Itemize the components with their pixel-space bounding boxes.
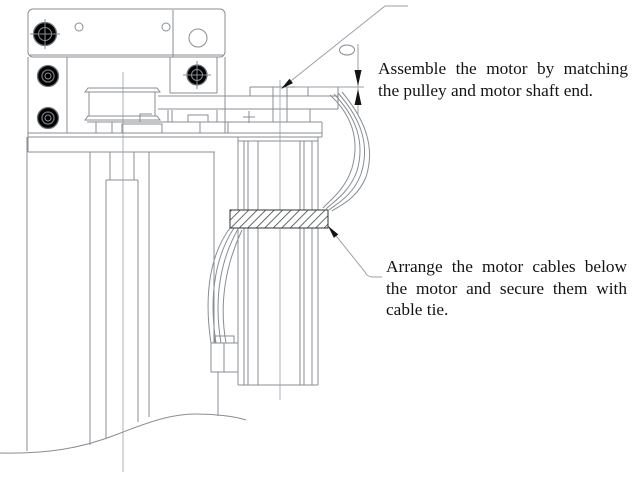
screw-ring-icon	[36, 106, 60, 130]
annotation-line: Assemble the motor by matching	[378, 59, 628, 78]
dimension-marker	[295, 44, 364, 115]
annotation-line: the pulley and motor shaft end.	[378, 80, 594, 100]
cable-connector	[210, 335, 239, 416]
leader-arrow-icon	[328, 226, 339, 238]
screw-crosshair-icon	[30, 19, 60, 49]
break-line	[0, 413, 247, 454]
drive-belt	[158, 86, 339, 123]
screw-ring-icon	[36, 64, 60, 88]
annotation-motor-shaft: Assemble the motor by matching the pulle…	[378, 58, 628, 101]
shaft-end-ellipse	[339, 44, 355, 56]
motor-body	[237, 80, 323, 400]
pulley	[84, 87, 229, 134]
center-mark-icon	[243, 111, 255, 123]
dimension-arrow-down-icon	[354, 70, 362, 86]
frame-columns	[26, 72, 322, 472]
annotation-cable-tie: Arrange the motor cables below the motor…	[386, 256, 627, 321]
cable-tie-band	[229, 209, 329, 229]
leader-arrow-icon	[281, 78, 293, 89]
screw-crosshair-icon	[183, 61, 211, 89]
leader-line-cable-note	[328, 226, 382, 278]
dimension-arrow-up-icon	[354, 89, 362, 105]
mounting-bracket	[27, 8, 226, 152]
annotation-line: the motor and secure them with	[386, 278, 627, 298]
hole-icon	[161, 22, 171, 32]
hole-icon	[74, 22, 84, 32]
hole-icon	[188, 28, 208, 48]
annotation-line: cable tie.	[386, 300, 449, 320]
motor-cables	[207, 91, 371, 344]
annotation-line: Arrange the motor cables below	[386, 257, 627, 276]
leader-line-shaft-note	[281, 5, 408, 89]
